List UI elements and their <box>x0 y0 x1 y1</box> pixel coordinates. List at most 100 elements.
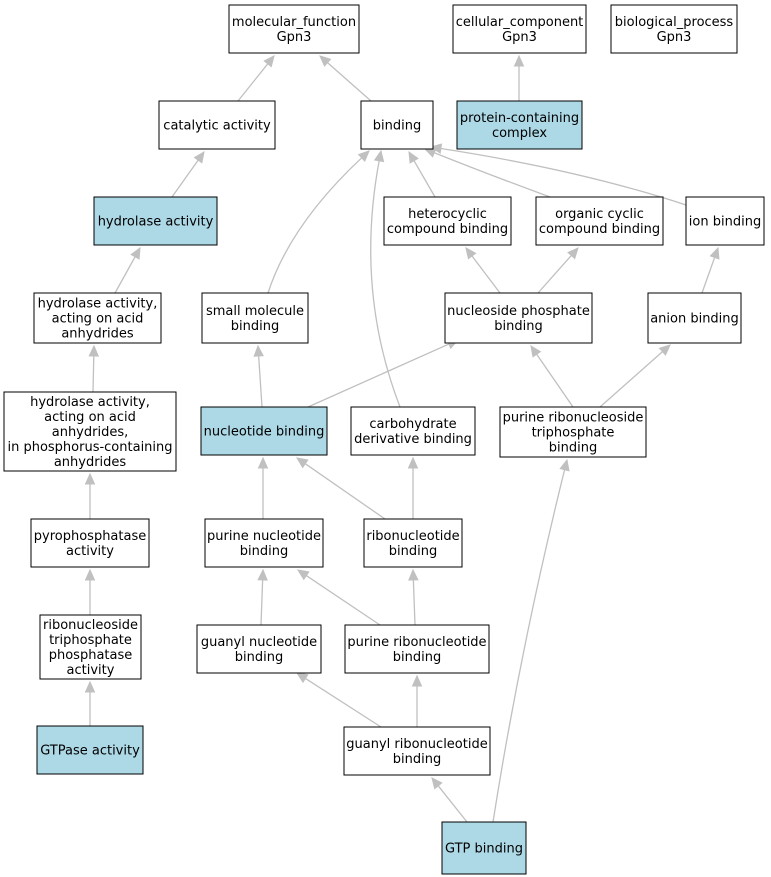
edge-cat-to-mf <box>237 55 275 102</box>
node-label: guanyl ribonucleotide <box>346 737 487 752</box>
node-label: heterocyclic <box>408 207 487 222</box>
edge-line <box>171 159 199 198</box>
arrowhead-icon <box>253 344 264 357</box>
edge-line <box>599 351 663 408</box>
arrowhead-icon <box>411 674 423 687</box>
node-label: purine ribonucleoside <box>503 411 644 426</box>
go-term-node-hyd-an[interactable]: hydrolase activity,acting on acidanhydri… <box>33 292 162 344</box>
go-term-node-hyd[interactable]: hydrolase activity <box>93 196 218 246</box>
node-label: anhydrides, <box>52 425 129 440</box>
node-label: complex <box>492 126 547 141</box>
arrowhead-icon <box>373 149 385 163</box>
node-box <box>610 4 738 54</box>
edge-bind-to-mf <box>319 55 372 102</box>
node-label: derivative binding <box>354 432 472 447</box>
edge-layer <box>84 54 720 823</box>
node-box <box>93 196 218 246</box>
edge-line <box>307 343 450 408</box>
go-term-node-anion[interactable]: anion binding <box>647 292 742 344</box>
node-label: binding <box>549 441 597 456</box>
node-box <box>30 518 150 568</box>
go-term-node-bind[interactable]: binding <box>360 100 434 150</box>
node-label: compound binding <box>387 222 508 237</box>
node-label: purine ribonucleotide <box>347 635 486 650</box>
node-box <box>360 100 434 150</box>
arrowhead-icon <box>84 472 96 485</box>
node-label: binding <box>494 319 542 334</box>
node-label: catalytic activity <box>163 119 271 134</box>
arrowhead-icon <box>130 246 141 260</box>
arrowhead-icon <box>88 344 100 357</box>
arrowhead-icon <box>559 458 570 472</box>
node-label: phosphatase <box>49 648 133 663</box>
node-box <box>344 624 490 674</box>
edge-nuc-to-sm <box>253 344 264 408</box>
go-term-node-rntpase[interactable]: ribonucleosidetriphosphatephosphataseact… <box>39 614 142 680</box>
node-box <box>647 292 742 344</box>
edge-het-to-bind <box>408 150 436 198</box>
go-term-node-cat[interactable]: catalytic activity <box>158 100 276 150</box>
node-label: pyrophosphatase <box>34 529 146 544</box>
node-label: activity <box>66 544 114 559</box>
node-label: Gpn3 <box>277 30 312 45</box>
edge-carb-to-bind <box>370 149 401 408</box>
edge-anion-to-ion <box>701 246 720 294</box>
node-box <box>456 100 583 150</box>
edge-gtp-to-prntp <box>492 458 570 823</box>
edge-line <box>327 62 372 102</box>
edge-line <box>412 579 416 626</box>
node-box <box>196 624 322 674</box>
go-term-node-gtp[interactable]: GTP binding <box>441 821 527 875</box>
node-label: anion binding <box>650 312 739 327</box>
node-label: binding <box>240 544 288 559</box>
node-label: binding <box>231 319 279 334</box>
go-term-node-nuc[interactable]: nucleotide binding <box>200 406 328 456</box>
edge-prntp-to-nph <box>530 344 574 408</box>
arrowhead-icon <box>423 148 437 158</box>
arrowhead-icon <box>295 672 309 684</box>
arrowhead-icon <box>193 151 205 164</box>
node-box <box>200 406 328 456</box>
node-label: biological_process <box>615 15 734 30</box>
edge-prnuc-to-pnuc <box>296 569 381 626</box>
arrowhead-icon <box>513 54 525 67</box>
arrowhead-icon <box>429 143 443 154</box>
node-label: cellular_component <box>456 15 584 30</box>
node-label: triphosphate <box>49 633 132 648</box>
arrowhead-icon <box>567 247 579 260</box>
edge-line <box>92 355 95 393</box>
node-label: compound binding <box>539 222 660 237</box>
node-label: small molecule <box>206 304 304 319</box>
node-label: organic cyclic <box>555 207 644 222</box>
node-label: binding <box>393 650 441 665</box>
node-box <box>452 4 587 54</box>
go-term-node-hyd-p[interactable]: hydrolase activity,acting on acidanhydri… <box>3 391 177 472</box>
node-box <box>441 821 527 875</box>
arrowhead-icon <box>408 568 419 581</box>
edge-grnuc-to-prnuc <box>411 674 423 727</box>
go-term-node-ion[interactable]: ion binding <box>685 196 765 246</box>
node-label: activity <box>67 663 115 678</box>
node-label: ribonucleoside <box>43 618 138 633</box>
go-term-node-gtpase[interactable]: GTPase activity <box>36 725 144 775</box>
edge-rnuc-to-carb <box>407 456 419 519</box>
node-label: Gpn3 <box>657 30 692 45</box>
